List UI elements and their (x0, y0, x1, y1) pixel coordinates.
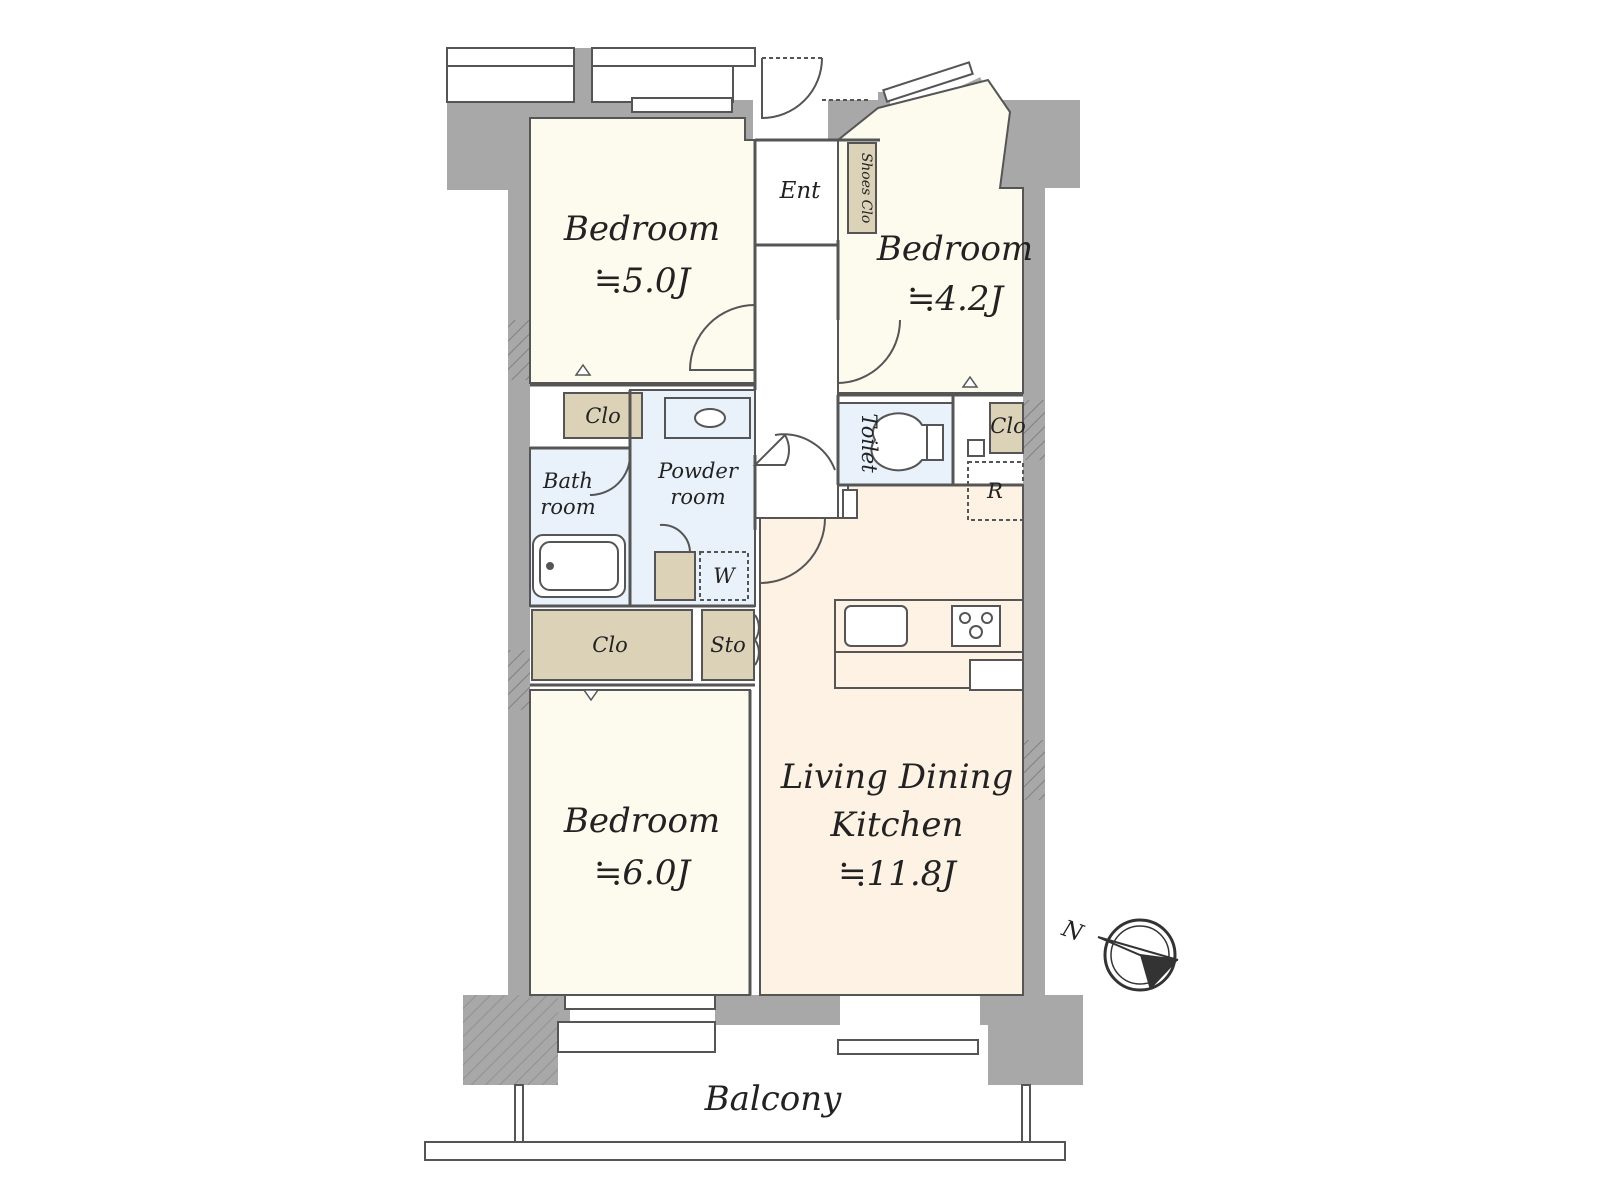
bedroom-sw-area: ≒6.0J (594, 853, 693, 893)
ldk-name-line2: Kitchen (830, 805, 964, 845)
wall-hatch (463, 320, 1045, 1085)
compass-north-label: N (1058, 915, 1088, 947)
bedroom-nw-name: Bedroom (563, 209, 720, 249)
balcony (424, 1021, 1066, 1161)
room-floors (529, 78, 1024, 996)
bedroom-nw-area: ≒5.0J (594, 261, 693, 301)
bedroom-ne-area: ≒4.2J (907, 279, 1006, 319)
washer-label: W (713, 564, 737, 588)
doors (589, 57, 901, 666)
bedroom-ne-name: Bedroom (876, 229, 1033, 269)
room-labels: Bedroom ≒5.0J Bedroom ≒4.2J Bedroom ≒6.0… (540, 153, 1033, 1119)
bath-label-line2: room (540, 495, 595, 519)
refrigerator-label: R (986, 479, 1003, 503)
powder-label-line1: Powder (657, 459, 740, 483)
washbasin (694, 408, 726, 428)
refrigerator-space (967, 461, 1024, 521)
bath-label-line1: Bath (542, 469, 593, 493)
kitchen-sink (844, 605, 908, 647)
compass-arrow-dark (1140, 955, 1178, 990)
entrance-label: Ent (779, 178, 822, 204)
closet-top-label: Clo (585, 404, 620, 428)
storage-label: Sto (710, 633, 745, 657)
balcony-label: Balcony (704, 1079, 843, 1119)
closets (531, 142, 1024, 681)
bathtub-inner (539, 541, 619, 591)
bedroom-sw-name: Bedroom (563, 801, 720, 841)
shoes-closet-label: Shoes Clo (858, 153, 874, 224)
ldk-area: ≒11.8J (838, 854, 958, 894)
toilet-label: Toilet (857, 413, 881, 473)
washer-space (699, 551, 749, 601)
fixtures (532, 397, 1024, 691)
ldk-name-line1: Living Dining (780, 757, 1014, 797)
closet-mid-label: Clo (592, 633, 627, 657)
windows (564, 61, 979, 1055)
interior-walls (530, 138, 1023, 995)
compass: N (1058, 915, 1179, 992)
powder-label-line2: room (670, 485, 725, 509)
exterior-units (446, 47, 756, 103)
closet-right-label: Clo (990, 414, 1025, 438)
closet-markers (574, 363, 979, 702)
